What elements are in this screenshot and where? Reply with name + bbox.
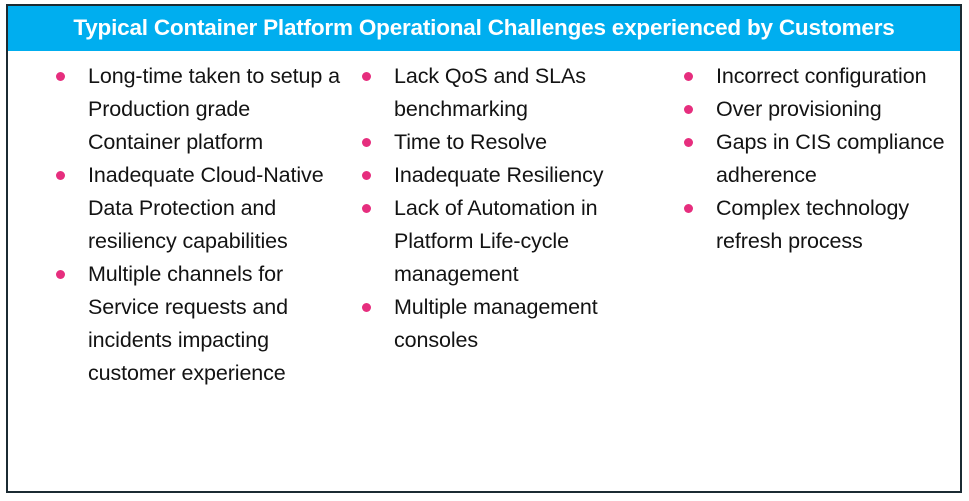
list-item: Inadequate Resiliency — [358, 159, 664, 192]
bullet-dot-icon — [362, 72, 371, 81]
list-item-label: Inadequate Resiliency — [394, 163, 604, 187]
bullet-dot-icon — [56, 72, 65, 81]
header-banner: Typical Container Platform Operational C… — [8, 6, 960, 51]
list-item-label: Time to Resolve — [394, 130, 548, 154]
bullet-dot-icon — [362, 171, 371, 180]
list-item: Lack of Automation in Platform Life-cycl… — [358, 192, 664, 291]
list-item-label: Inadequate Cloud-Native Data Protection … — [88, 163, 324, 253]
bullet-dot-icon — [684, 72, 693, 81]
list-item: Gaps in CIS compliance adherence — [680, 126, 960, 192]
list-item: Over provisioning — [680, 93, 960, 126]
list-item: Lack QoS and SLAs benchmarking — [358, 60, 664, 126]
list-item-label: Lack of Automation in Platform Life-cycl… — [394, 196, 598, 286]
bullet-dot-icon — [684, 138, 693, 147]
bullet-dot-icon — [56, 270, 65, 279]
bullet-list-2: Lack QoS and SLAs benchmarking Time to R… — [358, 60, 664, 357]
bullet-list-1: Long-time taken to setup a Production gr… — [52, 60, 340, 390]
page-title: Typical Container Platform Operational C… — [73, 15, 895, 41]
challenges-column-2: Lack QoS and SLAs benchmarking Time to R… — [340, 60, 664, 491]
challenges-columns: Long-time taken to setup a Production gr… — [8, 51, 960, 491]
list-item-label: Multiple channels for Service requests a… — [88, 262, 288, 385]
list-item: Time to Resolve — [358, 126, 664, 159]
list-item-label: Lack QoS and SLAs benchmarking — [394, 64, 586, 121]
bullet-dot-icon — [684, 105, 693, 114]
bullet-dot-icon — [684, 204, 693, 213]
list-item: Inadequate Cloud-Native Data Protection … — [52, 159, 340, 258]
bullet-list-3: Incorrect configuration Over provisionin… — [680, 60, 960, 258]
list-item: Incorrect configuration — [680, 60, 960, 93]
content-frame: Typical Container Platform Operational C… — [6, 4, 962, 493]
list-item-label: Complex technology refresh process — [716, 196, 910, 253]
list-item-label: Multiple management consoles — [394, 295, 598, 352]
list-item-label: Incorrect configuration — [716, 64, 927, 88]
challenges-column-3: Incorrect configuration Over provisionin… — [664, 60, 960, 491]
challenges-column-1: Long-time taken to setup a Production gr… — [8, 60, 340, 491]
bullet-dot-icon — [362, 204, 371, 213]
bullet-dot-icon — [56, 171, 65, 180]
bullet-dot-icon — [362, 303, 371, 312]
list-item-label: Gaps in CIS compliance adherence — [716, 130, 945, 187]
list-item-label: Over provisioning — [716, 97, 882, 121]
list-item: Multiple channels for Service requests a… — [52, 258, 340, 390]
list-item-label: Long-time taken to setup a Production gr… — [88, 64, 340, 154]
list-item: Complex technology refresh process — [680, 192, 960, 258]
list-item: Multiple management consoles — [358, 291, 664, 357]
list-item: Long-time taken to setup a Production gr… — [52, 60, 340, 159]
bullet-dot-icon — [362, 138, 371, 147]
